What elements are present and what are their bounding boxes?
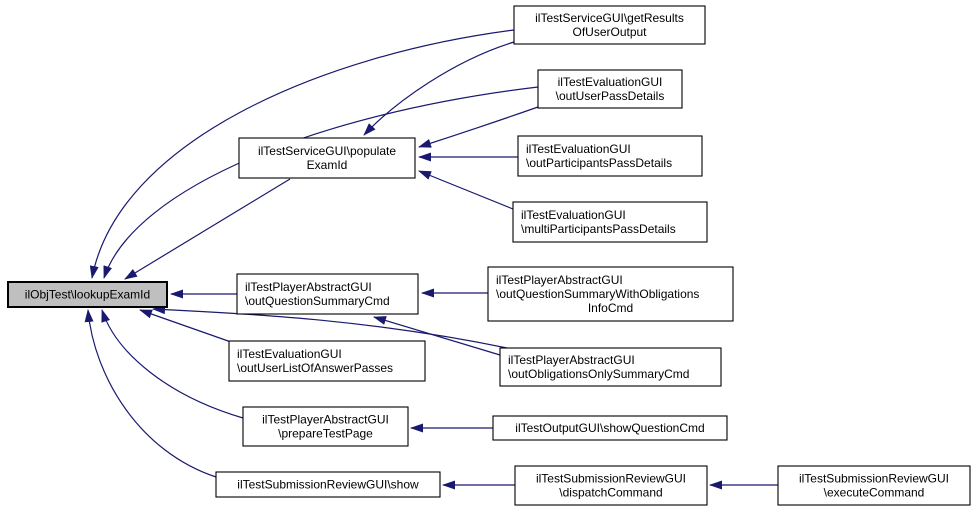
node-label-outParticipantsPassDetails-line2: \outParticipantsPassDetails	[526, 156, 672, 170]
node-label-showQuestionCmd-line1: ilTestOutputGUI\showQuestionCmd	[515, 421, 704, 435]
edge-multiParticipantsPassDetails-to-populateExamId	[418, 170, 514, 210]
node-executeCommand[interactable]: ilTestSubmissionReviewGUI\executeCommand	[777, 465, 971, 506]
node-box-outParticipantsPassDetails	[517, 135, 703, 177]
node-box-outUserListOfAnswerPasses	[228, 340, 426, 382]
node-box-outQuestionSummaryCmd	[236, 273, 419, 315]
node-outQuestionSummaryWithObligationsInfoCmd[interactable]: ilTestPlayerAbstractGUI\outQuestionSumma…	[487, 266, 734, 322]
edge-show-to-lookupExamId	[84, 309, 217, 478]
edge-outUserPassDetails-to-populateExamId	[418, 106, 539, 148]
node-label-outQuestionSummaryWithObligationsInfoCmd-line2: \outQuestionSummaryWithObligations	[496, 287, 699, 301]
node-label-outUserListOfAnswerPasses-line1: ilTestEvaluationGUI	[237, 347, 342, 361]
node-label-populateExamId-line2: ExamId	[307, 158, 348, 172]
edge-outUserPassDetails-to-lookupExamId	[103, 86, 539, 279]
node-box-outObligationsOnlySummaryCmd	[499, 347, 722, 387]
node-label-populateExamId-line1: ilTestServiceGUI\populate	[258, 144, 396, 158]
node-label-outUserPassDetails-line1: ilTestEvaluationGUI	[558, 75, 663, 89]
node-label-multiParticipantsPassDetails-line1: ilTestEvaluationGUI	[521, 208, 626, 222]
node-box-showQuestionCmd	[492, 415, 728, 441]
node-box-outQuestionSummaryWithObligationsInfoCmd	[487, 266, 734, 322]
edge-outObligationsOnlySummaryCmd-to-outQuestionSummaryCmd	[373, 316, 501, 356]
node-label-outObligationsOnlySummaryCmd-line2: \outObligationsOnlySummaryCmd	[508, 367, 689, 381]
node-label-prepareTestPage-line1: ilTestPlayerAbstractGUI	[262, 413, 389, 427]
node-label-outQuestionSummaryCmd-line1: ilTestPlayerAbstractGUI	[245, 280, 372, 294]
node-label-outQuestionSummaryCmd-line2: \outQuestionSummaryCmd	[245, 294, 390, 308]
node-label-getResultsOfUserOutput-line1: ilTestServiceGUI\getResults	[535, 11, 684, 25]
node-label-outParticipantsPassDetails-line1: ilTestEvaluationGUI	[526, 142, 631, 156]
node-box-show	[215, 471, 441, 498]
node-box-multiParticipantsPassDetails	[512, 201, 708, 243]
node-label-executeCommand-line1: ilTestSubmissionReviewGUI	[799, 472, 949, 486]
node-label-multiParticipantsPassDetails-line2: \multiParticipantsPassDetails	[521, 222, 676, 236]
node-box-lookupExamId	[7, 281, 168, 308]
node-label-lookupExamId-line1: ilObjTest\lookupExamId	[25, 288, 150, 302]
node-lookupExamId[interactable]: ilObjTest\lookupExamId	[7, 281, 168, 308]
node-outUserPassDetails[interactable]: ilTestEvaluationGUI\outUserPassDetails	[537, 69, 683, 109]
edge-outObligationsOnlySummaryCmd-to-lookupExamId	[152, 305, 513, 350]
node-label-show-line1: ilTestSubmissionReviewGUI\show	[237, 478, 419, 492]
node-label-outUserListOfAnswerPasses-line2: \outUserListOfAnswerPasses	[237, 361, 393, 375]
node-dispatchCommand[interactable]: ilTestSubmissionReviewGUI\dispatchComman…	[514, 465, 708, 506]
node-outObligationsOnlySummaryCmd[interactable]: ilTestPlayerAbstractGUI\outObligationsOn…	[499, 347, 722, 387]
node-outParticipantsPassDetails[interactable]: ilTestEvaluationGUI\outParticipantsPassD…	[517, 135, 703, 177]
edge-getResultsOfUserOutput-to-populateExamId	[363, 41, 515, 136]
node-label-dispatchCommand-line2: \dispatchCommand	[559, 486, 662, 500]
node-showQuestionCmd[interactable]: ilTestOutputGUI\showQuestionCmd	[492, 415, 728, 441]
node-show[interactable]: ilTestSubmissionReviewGUI\show	[215, 471, 441, 498]
node-box-populateExamId	[238, 137, 416, 179]
node-box-outUserPassDetails	[537, 69, 683, 109]
edge-outUserListOfAnswerPasses-to-lookupExamId	[139, 309, 232, 343]
node-label-outQuestionSummaryWithObligationsInfoCmd-line1: ilTestPlayerAbstractGUI	[496, 273, 623, 287]
node-label-executeCommand-line2: \executeCommand	[824, 486, 925, 500]
node-outUserListOfAnswerPasses[interactable]: ilTestEvaluationGUI\outUserListOfAnswerP…	[228, 340, 426, 382]
node-label-dispatchCommand-line1: ilTestSubmissionReviewGUI	[536, 472, 686, 486]
node-box-prepareTestPage	[242, 406, 409, 447]
node-outQuestionSummaryCmd[interactable]: ilTestPlayerAbstractGUI\outQuestionSumma…	[236, 273, 419, 315]
node-box-dispatchCommand	[514, 465, 708, 506]
node-prepareTestPage[interactable]: ilTestPlayerAbstractGUI\prepareTestPage	[242, 406, 409, 447]
node-multiParticipantsPassDetails[interactable]: ilTestEvaluationGUI\multiParticipantsPas…	[512, 201, 708, 243]
node-label-outObligationsOnlySummaryCmd-line1: ilTestPlayerAbstractGUI	[508, 353, 635, 367]
edge-prepareTestPage-to-lookupExamId	[101, 309, 244, 419]
node-label-prepareTestPage-line2: \prepareTestPage	[278, 427, 373, 441]
node-label-outQuestionSummaryWithObligationsInfoCmd-line3: InfoCmd	[588, 301, 633, 315]
edge-populateExamId-to-lookupExamId	[124, 178, 291, 280]
node-label-getResultsOfUserOutput-line2: OfUserOutput	[572, 25, 647, 39]
node-label-outUserPassDetails-line2: \outUserPassDetails	[556, 89, 665, 103]
node-box-getResultsOfUserOutput	[513, 5, 706, 45]
node-box-executeCommand	[777, 465, 971, 506]
edge-getResultsOfUserOutput-to-lookupExamId	[89, 29, 515, 279]
